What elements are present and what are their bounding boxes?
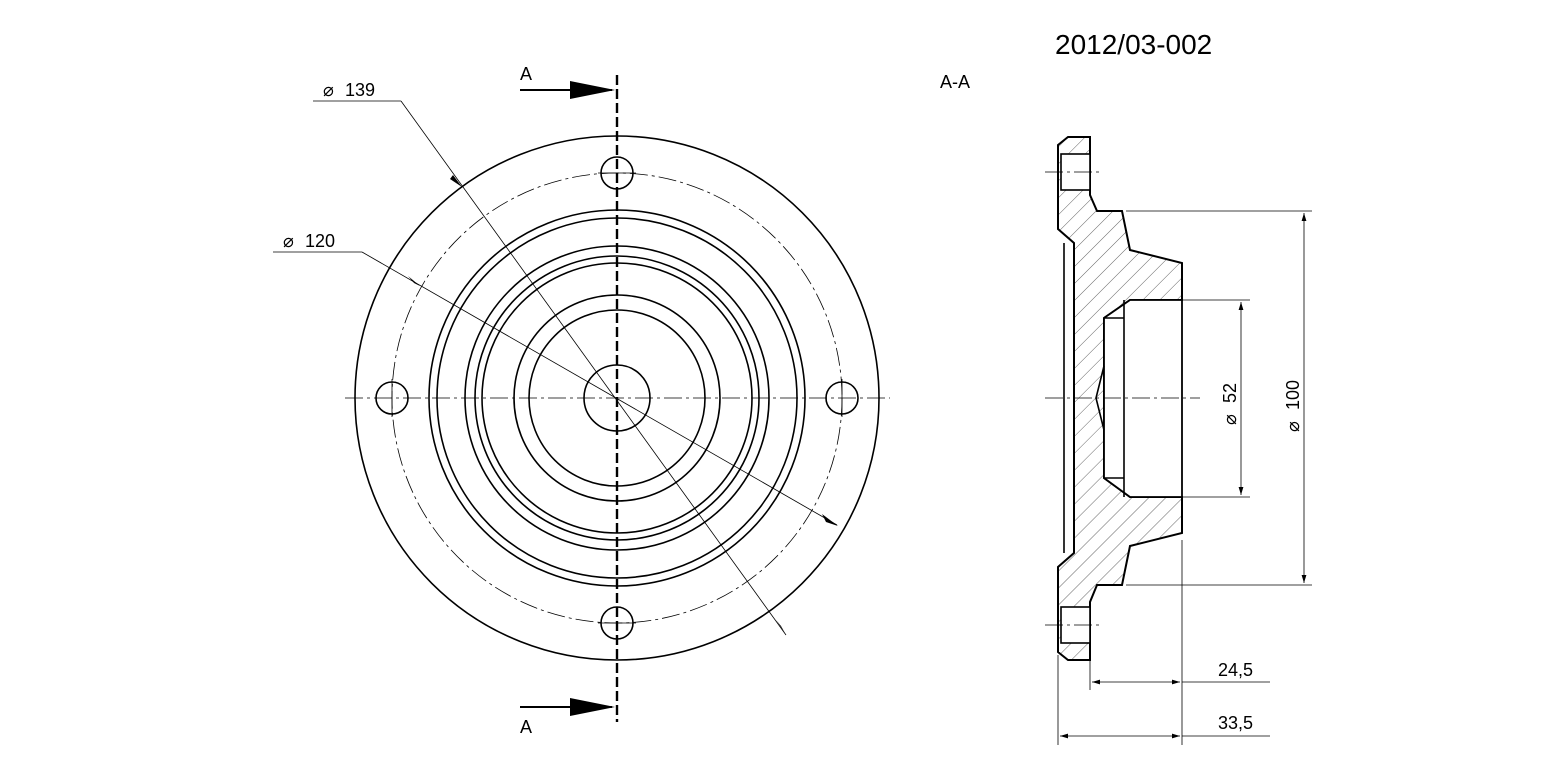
dimension-33-5: 33,5: [1057, 655, 1270, 745]
d120-value: 120: [305, 231, 335, 251]
section-title: A-A: [940, 72, 970, 92]
len-24-5-value: 24,5: [1218, 660, 1253, 680]
d52-symbol: ⌀: [1220, 414, 1240, 425]
front-view: A A ⌀ 139 ⌀ 120: [273, 64, 890, 737]
section-marker-top: A: [520, 64, 532, 84]
d120-symbol: ⌀: [283, 231, 294, 251]
dimension-24-5: 24,5: [1089, 540, 1270, 745]
d100-value: 100: [1283, 380, 1303, 410]
dimension-d120: ⌀ 120: [273, 231, 838, 526]
len-33-5-value: 33,5: [1218, 713, 1253, 733]
dimension-d52: ⌀ 52: [1182, 299, 1250, 498]
dimension-d139: ⌀ 139: [313, 80, 787, 636]
d52-value: 52: [1220, 383, 1240, 403]
d139-value: 139: [345, 80, 375, 100]
drawing-number: 2012/03-002: [1055, 29, 1212, 60]
d100-symbol: ⌀: [1283, 421, 1303, 432]
d139-symbol: ⌀: [323, 80, 334, 100]
section-view: A-A ⌀ 52 ⌀ 100: [940, 72, 1312, 745]
section-marker-bottom: A: [520, 717, 532, 737]
dimension-d100: ⌀ 100: [1126, 210, 1312, 586]
